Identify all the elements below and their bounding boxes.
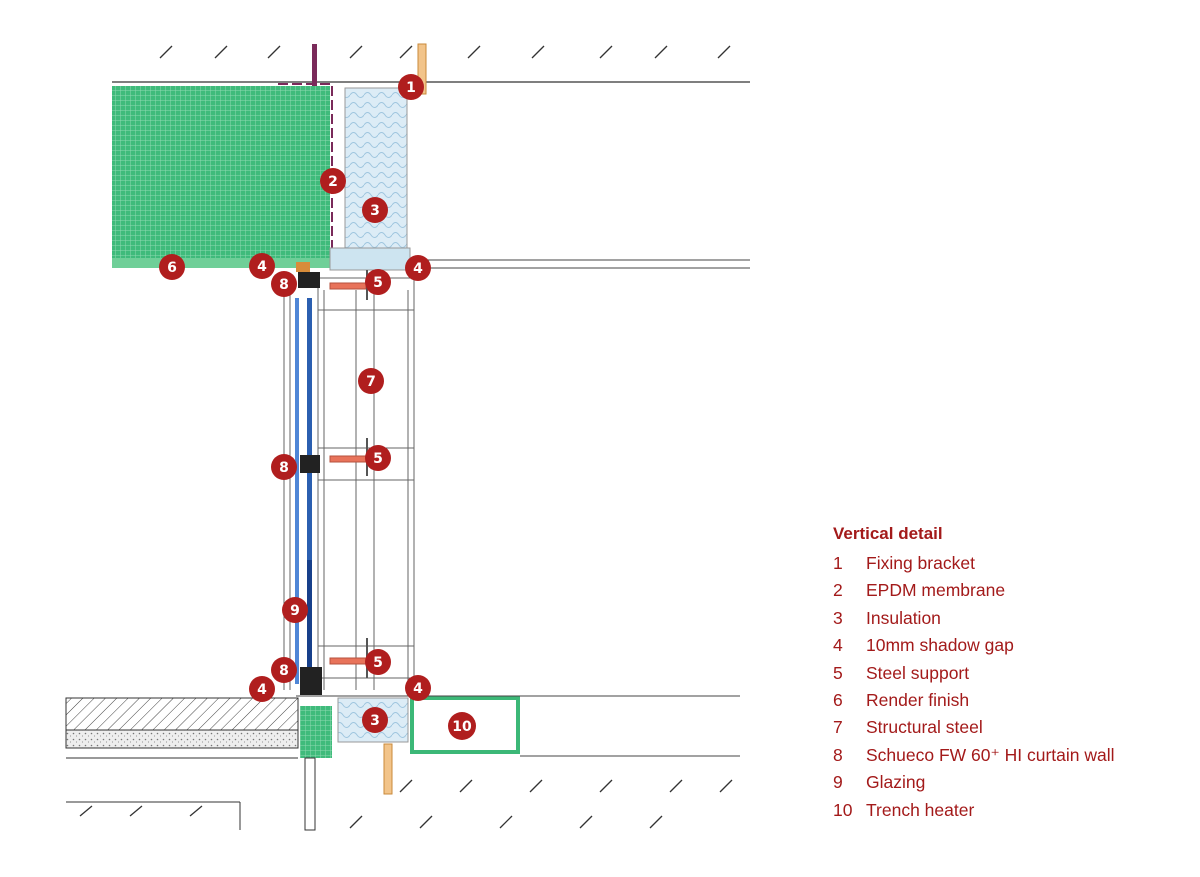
marker-label: 4 [413, 261, 423, 277]
lower-slab-left [65, 697, 299, 830]
marker-curtain-wall-top: 8 [271, 271, 297, 297]
marker-render-finish: 6 [159, 254, 185, 280]
marker-fixing-bracket-top: 1 [398, 74, 424, 100]
marker-epdm-membrane: 2 [320, 168, 346, 194]
legend-item: 8 Schueco FW 60⁺ HI curtain wall [833, 742, 1193, 769]
legend-item-number: 7 [833, 717, 843, 738]
legend-item-label: Fixing bracket [866, 553, 975, 573]
marker-label: 8 [279, 663, 289, 679]
marker-label: 6 [167, 260, 177, 276]
legend-item: 6 Render finish [833, 687, 1193, 714]
top-fixing-bracket [312, 43, 427, 95]
marker-label: 7 [366, 374, 376, 390]
render-finish-block [112, 86, 330, 268]
legend-item-label: Trench heater [866, 799, 975, 820]
legend-item-number: 3 [833, 607, 843, 628]
marker-label: 2 [328, 174, 338, 190]
legend-item: 1 Fixing bracket [833, 550, 1193, 577]
marker-steel-support-middle: 5 [365, 445, 391, 471]
marker-label: 5 [373, 451, 383, 467]
marker-label: 1 [406, 80, 416, 96]
lower-fixing-bracket [383, 743, 393, 795]
marker-label: 3 [370, 203, 380, 219]
steel-supports [329, 282, 367, 665]
top-insulation [344, 87, 408, 249]
curtain-wall-nodes [296, 262, 322, 695]
legend-item: 3 Insulation [833, 605, 1193, 632]
legend-item-number: 6 [833, 690, 843, 711]
vertical-section-drawing: 1 2 3 4 4 5 6 7 8 5 8 9 [65, 43, 750, 831]
legend-item-label: 10mm shadow gap [866, 635, 1014, 656]
soffit-lines [410, 259, 750, 269]
curtain-wall-frame [283, 277, 415, 690]
marker-insulation-top: 3 [362, 197, 388, 223]
top-insulation-strip [329, 247, 411, 271]
legend-item-label: Steel support [866, 662, 970, 683]
marker-insulation-bottom: 3 [362, 707, 388, 733]
legend-item-number: 10 [833, 799, 853, 820]
marker-label: 4 [257, 682, 267, 698]
epdm-membrane [278, 83, 333, 262]
legend-item: 10 Trench heater [833, 797, 1193, 824]
marker-shadow-gap-top-right: 4 [405, 255, 431, 281]
render-finish-base [112, 258, 330, 268]
legend-item-label: EPDM membrane [866, 580, 1006, 601]
legend-item-label: Insulation [866, 607, 941, 628]
legend-item: 7 Structural steel [833, 714, 1193, 741]
upper-slab [112, 45, 750, 83]
marker-trench-heater: 10 [448, 712, 476, 740]
upper-slab-hatch-marks [159, 45, 731, 59]
glazing-panes [295, 298, 312, 684]
legend-list: 1 Fixing bracket 2 EPDM membrane 3 Insulati… [833, 550, 1193, 824]
legend-item-label: Glazing [866, 772, 926, 793]
legend-item-number: 8 [833, 744, 843, 765]
marker-shadow-gap-top-left: 4 [249, 253, 275, 279]
legend-item-number: 2 [833, 580, 843, 601]
legend-item: 4 10mm shadow gap [833, 632, 1193, 659]
legend-item-number: 9 [833, 772, 843, 793]
marker-structural-steel: 7 [358, 368, 384, 394]
legend-item-number: 1 [833, 553, 843, 573]
legend-item-number: 4 [833, 635, 843, 656]
legend-item: 5 Steel support [833, 660, 1193, 687]
legend-title: Vertical detail [833, 524, 943, 543]
marker-glazing: 9 [282, 597, 308, 623]
markers: 1 2 3 4 4 5 6 7 8 5 8 9 [159, 74, 476, 740]
marker-steel-support-top: 5 [365, 269, 391, 295]
marker-label: 8 [279, 460, 289, 476]
marker-label: 4 [413, 681, 423, 697]
legend: Vertical detail 1 Fixing bracket 2 EPDM me… [833, 524, 1193, 824]
lower-render-strip [300, 706, 332, 758]
legend-item: 9 Glazing [833, 769, 1193, 796]
marker-label: 8 [279, 277, 289, 293]
marker-curtain-wall-bottom: 8 [271, 657, 297, 683]
marker-label: 5 [373, 275, 383, 291]
legend-item: 2 EPDM membrane [833, 577, 1193, 604]
marker-shadow-gap-bottom-right: 4 [405, 675, 431, 701]
lower-slab-hatch-marks [349, 779, 733, 829]
legend-item-label: Structural steel [866, 717, 983, 738]
marker-steel-support-bottom: 5 [365, 649, 391, 675]
legend-item-label: Schueco FW 60⁺ HI curtain wall [866, 744, 1115, 765]
marker-label: 3 [370, 713, 380, 729]
lower-floor-lines [296, 695, 740, 757]
lower-post [304, 757, 316, 831]
marker-label: 10 [452, 719, 472, 735]
legend-item-label: Render finish [866, 690, 970, 711]
marker-label: 5 [373, 655, 383, 671]
marker-curtain-wall-middle: 8 [271, 454, 297, 480]
marker-shadow-gap-bottom-left: 4 [249, 676, 275, 702]
legend-item-number: 5 [833, 662, 843, 683]
marker-label: 4 [257, 259, 267, 275]
marker-label: 9 [290, 603, 300, 619]
